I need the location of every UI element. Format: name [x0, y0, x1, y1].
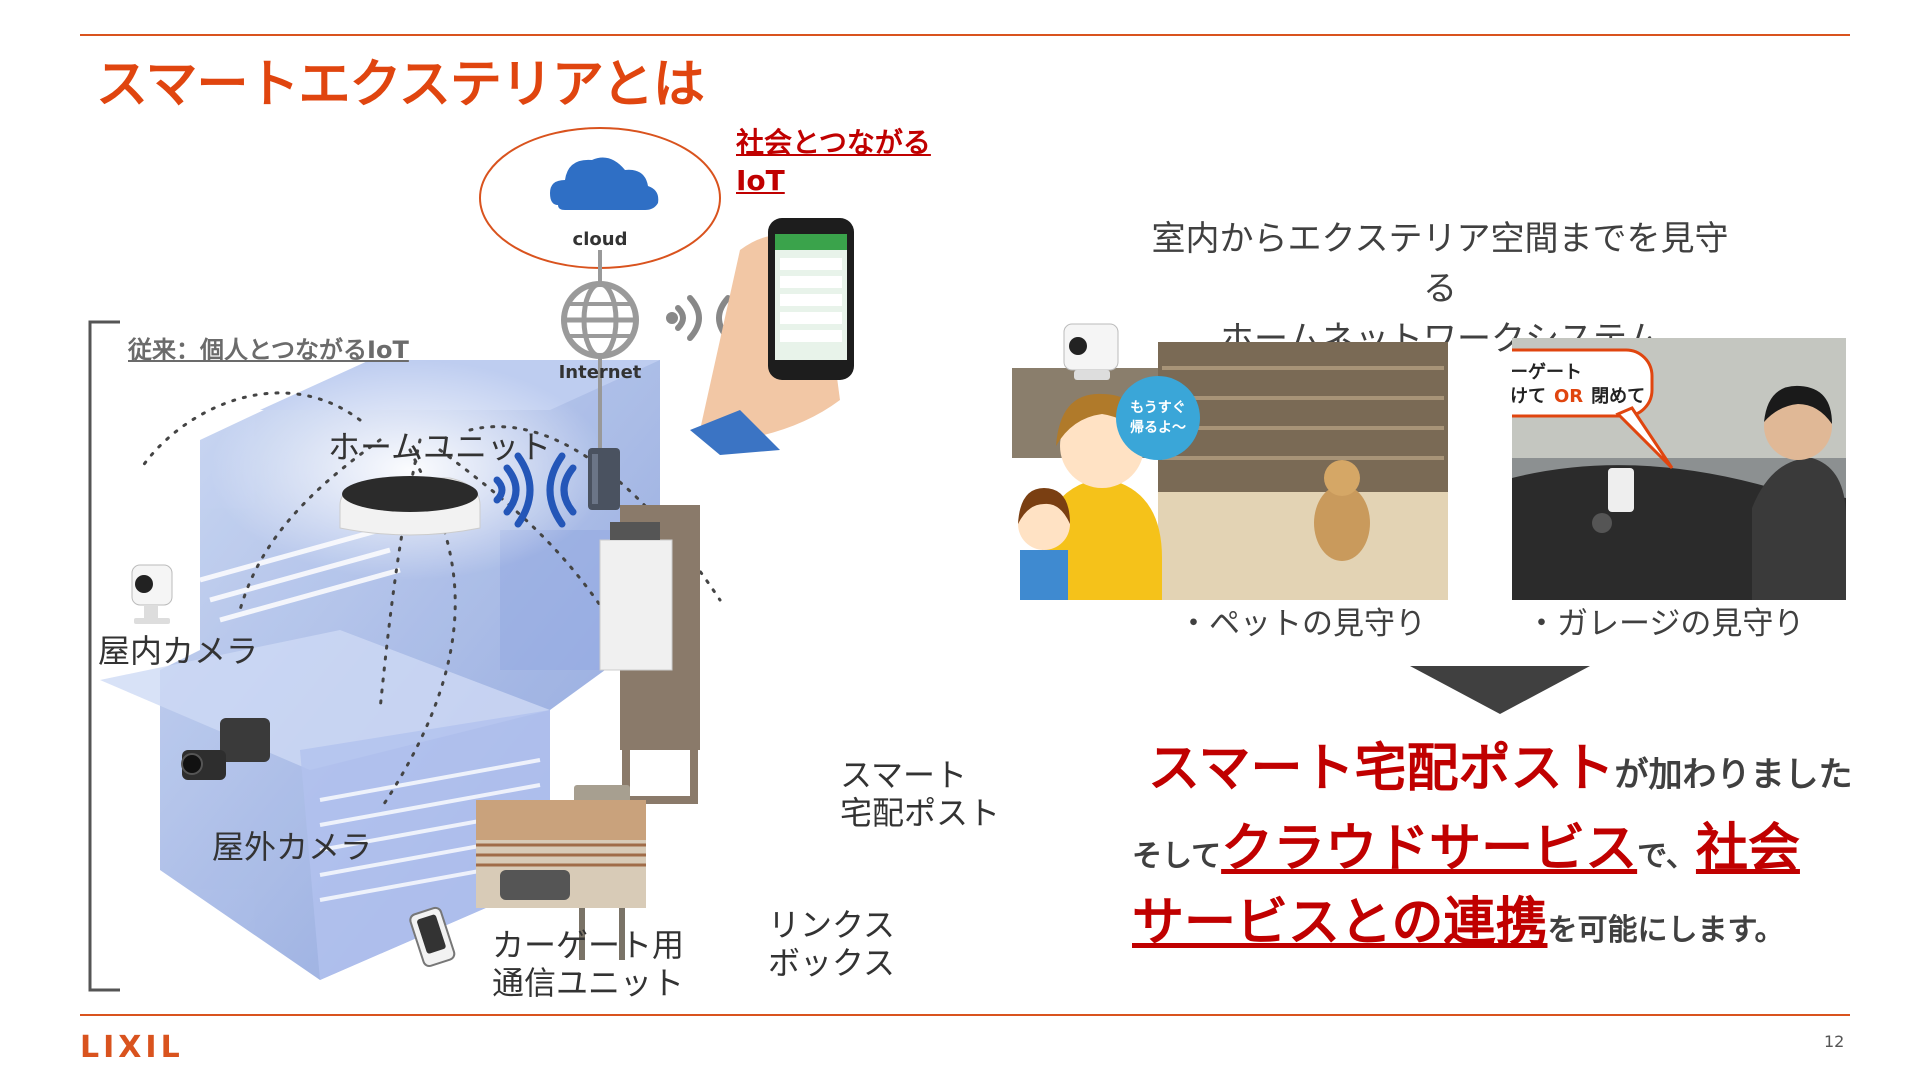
svg-text:開けてOR閉めて: 開けて OR 閉めて [1512, 386, 1645, 407]
pet-watch-illustration: もうすぐ 帰るよ～ [1012, 323, 1448, 600]
router-icon [588, 448, 620, 510]
car-gate-photo [476, 800, 646, 908]
pet-bubble-line2: 帰るよ～ [1130, 419, 1186, 436]
system-diagram: cloud Internet [88, 127, 854, 992]
home-unit-device-icon [339, 476, 481, 536]
garage-bubble-or: OR [1554, 386, 1583, 407]
conclusion-line1-rest: が加わりました [1614, 755, 1853, 795]
garage-bubble-open: 開けて [1512, 386, 1546, 407]
social-iot-label-line1: 社会とつながる [736, 126, 931, 159]
lixil-logo: LIXIL [80, 1030, 184, 1065]
conclusion-line3-rest: を可能にします。 [1547, 913, 1785, 948]
cloud-icon [550, 157, 659, 210]
smart-post-label: スマート 宅配ポスト [840, 756, 1000, 832]
link-box-label-line2: ボックス [768, 944, 896, 982]
social-iot-label: 社会とつながる IoT [736, 124, 931, 200]
smart-post-label-line2: 宅配ポスト [840, 794, 1001, 832]
cloud-label: cloud [573, 229, 628, 250]
link-box-label: リンクス ボックス [768, 906, 895, 982]
garage-bubble-line1: カーゲート [1512, 361, 1582, 383]
indoor-camera-label: 屋内カメラ [98, 632, 259, 670]
link-box-label-line1: リンクス [768, 906, 896, 944]
down-arrow-icon [1410, 666, 1590, 714]
garage-caption: ・ガレージの見守り [1526, 606, 1805, 642]
cloud-service-emphasis: クラウドサービス [1221, 819, 1638, 879]
social-emphasis: 社会 [1695, 819, 1800, 879]
top-rule [80, 34, 1850, 36]
car-gate-unit-label-line1: カーゲート用 [492, 926, 685, 964]
smart-post-label-line1: スマート [840, 756, 968, 794]
page-number: 12 [1824, 1032, 1845, 1051]
wireless-signal-icon [493, 452, 577, 528]
internet-label: Internet [559, 362, 642, 383]
garage-bubble-close: 閉めて [1591, 386, 1645, 407]
system-description-line1: 室内からエクステリア空間までを見守る [1151, 219, 1729, 309]
garage-watch-photo: カーゲート 開けて OR 閉めて [1512, 338, 1846, 600]
conclusion-line3: サービスとの連携を可能にします。 [1132, 880, 1784, 955]
pet-camera-icon [1063, 323, 1119, 380]
page-title: スマートエクステリアとは [96, 55, 705, 115]
social-iot-label-line2: IoT [736, 164, 785, 197]
pet-caption: ・ペットの見守り [1178, 606, 1426, 642]
internet-globe-icon [561, 281, 639, 359]
garage-speech-bubble [1512, 348, 1654, 418]
driver-illustration [1752, 385, 1846, 600]
conclusion-line2: そしてクラウドサービスで、社会 [1132, 806, 1800, 881]
girl-illustration [1018, 488, 1070, 600]
indoor-camera-icon [131, 564, 173, 624]
conclusion-line2-pre: そして [1132, 839, 1222, 874]
traditional-iot-label: 従来：個人とつながるIoT [128, 336, 409, 364]
car-gate-unit-label-line2: 通信ユニット [492, 964, 685, 1002]
communication-unit-icon [409, 906, 456, 968]
dog-icon [1314, 485, 1370, 561]
conclusion-line2-mid: で、 [1637, 839, 1696, 874]
smartphone-app-icon [690, 218, 854, 455]
bracket [88, 320, 120, 992]
home-unit-label: ホームユニット [328, 428, 552, 466]
car-gate-unit-label: カーゲート用 通信ユニット [492, 926, 684, 1002]
outdoor-camera-icon [181, 718, 270, 780]
smart-post-emphasis: スマート宅配ポスト [1148, 739, 1615, 799]
pet-speech-bubble [1116, 376, 1200, 460]
bottom-rule [80, 1014, 1850, 1016]
pet-bubble-line1: もうすぐ [1130, 400, 1186, 416]
smart-delivery-post-icon [599, 505, 700, 804]
conclusion-line1: スマート宅配ポストが加わりました [1148, 726, 1852, 801]
service-link-emphasis: サービスとの連携 [1132, 893, 1548, 953]
outdoor-camera-label: 屋外カメラ [212, 828, 373, 866]
